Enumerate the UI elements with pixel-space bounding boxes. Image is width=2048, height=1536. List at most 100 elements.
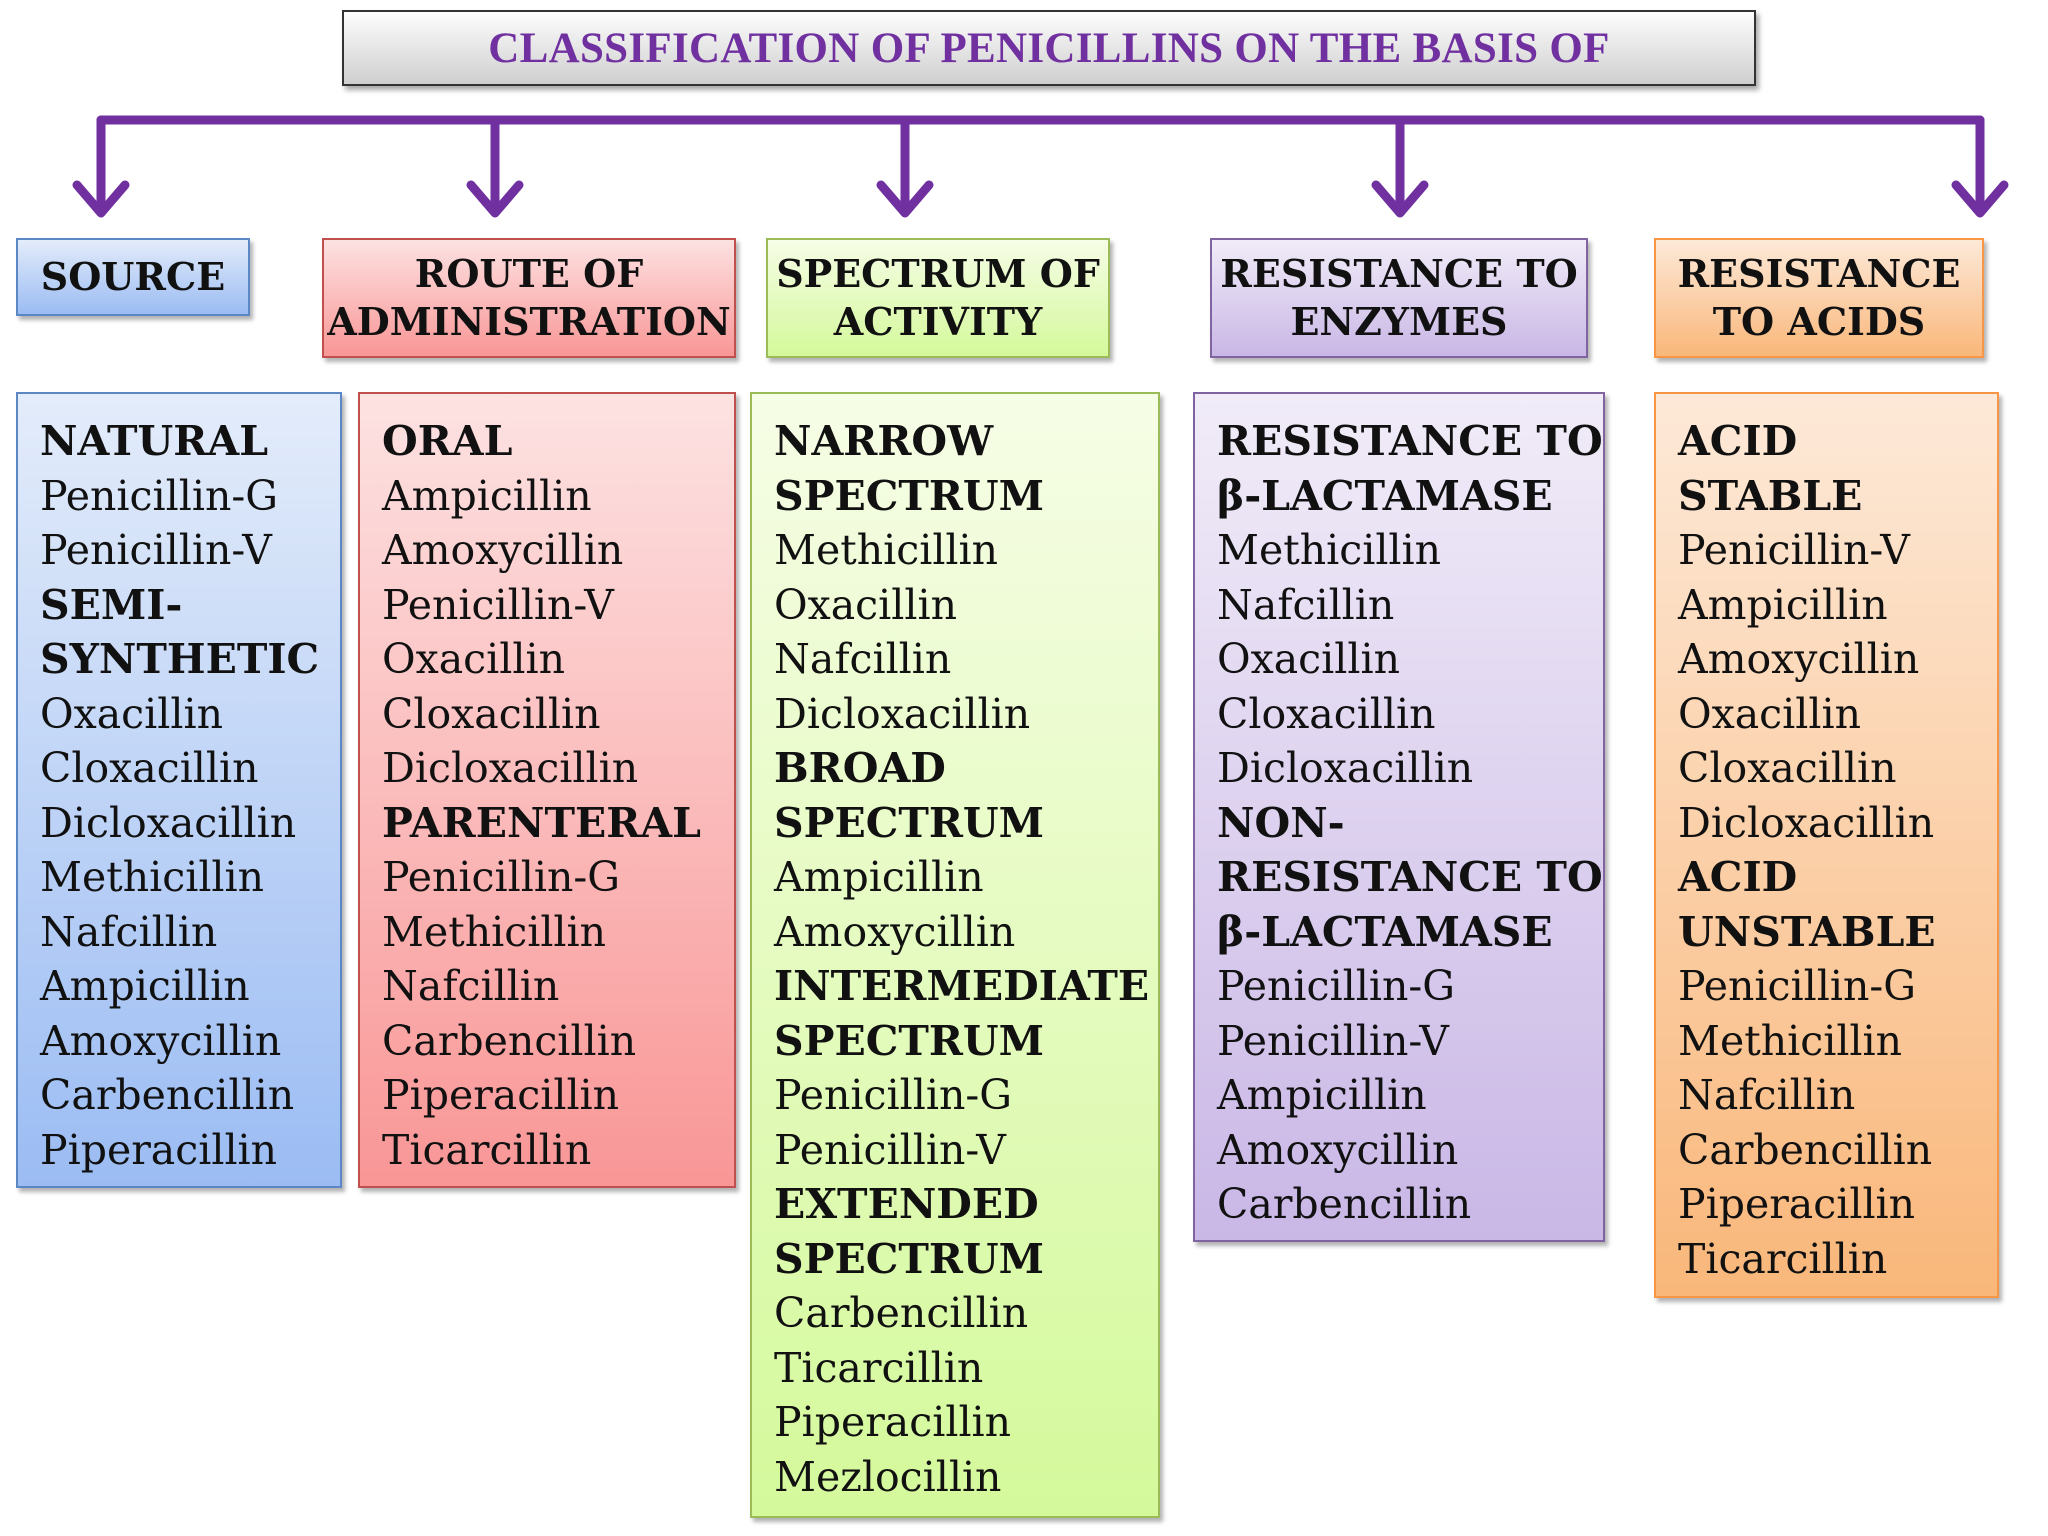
- group-heading: SPECTRUM: [774, 471, 1045, 520]
- group-heading: NATURAL: [40, 417, 269, 465]
- drug-item: Penicillin-G: [1217, 962, 1455, 1010]
- drug-item: Dicloxacillin: [1217, 744, 1474, 792]
- group-heading: ORAL: [382, 417, 513, 465]
- drug-item: Dicloxacillin: [382, 744, 639, 792]
- arrow-source: [72, 115, 130, 218]
- drug-item: Ampicillin: [382, 471, 592, 520]
- category-source: SOURCE: [16, 238, 250, 316]
- drug-item: Penicillin-V: [40, 526, 272, 574]
- drug-item: Carbencillin: [382, 1016, 637, 1065]
- drug-item: Cloxacillin: [382, 689, 601, 738]
- category-label: SPECTRUM OF ACTIVITY: [776, 251, 1100, 344]
- drug-item: Penicillin-G: [1678, 962, 1916, 1010]
- drug-item: Penicillin-V: [1217, 1016, 1449, 1065]
- drug-item: Ampicillin: [1217, 1071, 1427, 1119]
- drug-item: Methicillin: [1678, 1016, 1903, 1065]
- category-enzymes: RESISTANCE TO ENZYMES: [1210, 238, 1588, 358]
- drug-item: Methicillin: [382, 907, 607, 956]
- drug-item: Methicillin: [1217, 526, 1442, 574]
- group-heading: SEMI-: [40, 580, 183, 629]
- group-heading: ACID: [1678, 417, 1798, 465]
- drug-item: Amoxycillin: [40, 1016, 282, 1065]
- connector-tree: [72, 115, 2009, 218]
- arrow-enzymes: [1371, 115, 1429, 218]
- category-label: ROUTE OF ADMINISTRATION: [327, 251, 731, 344]
- drug-item: Oxacillin: [382, 635, 565, 683]
- drug-item: Dicloxacillin: [774, 689, 1031, 738]
- drug-item: Penicillin-V: [382, 580, 614, 629]
- drug-item: Oxacillin: [1217, 635, 1400, 683]
- diagram-title: CLASSIFICATION OF PENICILLINS ON THE BAS…: [342, 10, 1756, 86]
- drug-item: Nafcillin: [774, 635, 952, 683]
- drug-item: Penicillin-G: [774, 1071, 1012, 1119]
- drug-item: Amoxycillin: [774, 907, 1016, 956]
- drug-item: Ticarcillin: [1678, 1234, 1888, 1283]
- drug-item: Amoxycillin: [382, 526, 624, 574]
- group-heading: STABLE: [1678, 471, 1863, 520]
- drug-item: Dicloxacillin: [1678, 798, 1935, 847]
- group-heading: β-LACTAMASE: [1217, 907, 1553, 956]
- drug-item: Ampicillin: [40, 962, 250, 1010]
- drug-item: Piperacillin: [1678, 1180, 1916, 1228]
- drug-item: Ampicillin: [774, 853, 984, 901]
- group-heading: RESISTANCE TO: [1217, 417, 1603, 465]
- drug-item: Ampicillin: [1678, 580, 1888, 629]
- drug-item: Nafcillin: [40, 907, 218, 956]
- arrow-route: [466, 115, 524, 218]
- drug-item: Ticarcillin: [774, 1343, 984, 1392]
- drug-item: Oxacillin: [1678, 689, 1861, 738]
- group-heading: UNSTABLE: [1678, 907, 1936, 956]
- drug-item: Mezlocillin: [774, 1452, 1002, 1501]
- category-acids: RESISTANCE TO ACIDS: [1654, 238, 1984, 358]
- drug-item: Penicillin-V: [1678, 526, 1910, 574]
- group-heading: INTERMEDIATE: [774, 962, 1150, 1010]
- drug-item: Piperacillin: [40, 1125, 278, 1174]
- drug-item: Cloxacillin: [1678, 744, 1897, 792]
- drug-item: Nafcillin: [1217, 580, 1395, 629]
- group-heading: SPECTRUM: [774, 798, 1045, 847]
- group-heading: ACID: [1678, 853, 1798, 901]
- drug-item: Carbencillin: [774, 1289, 1029, 1337]
- group-heading: NON-: [1217, 798, 1345, 847]
- drug-item: Carbencillin: [1217, 1180, 1472, 1228]
- group-heading: RESISTANCE TO: [1217, 853, 1603, 901]
- category-label: SOURCE: [40, 254, 226, 299]
- drug-item: Oxacillin: [774, 580, 957, 629]
- drug-item: Oxacillin: [40, 689, 223, 738]
- group-heading: PARENTERAL: [382, 798, 701, 847]
- drug-item: Penicillin-G: [40, 471, 278, 520]
- group-heading: β-LACTAMASE: [1217, 471, 1553, 520]
- group-heading: SYNTHETIC: [40, 635, 320, 683]
- group-heading: EXTENDED: [774, 1180, 1039, 1228]
- drug-item: Cloxacillin: [1217, 689, 1436, 738]
- drug-item: Nafcillin: [1678, 1071, 1856, 1119]
- category-spectrum: SPECTRUM OF ACTIVITY: [766, 238, 1110, 358]
- arrow-acids: [1951, 115, 2009, 218]
- drug-item: Methicillin: [774, 526, 999, 574]
- drug-item: Dicloxacillin: [40, 798, 297, 847]
- drug-item: Methicillin: [40, 853, 265, 901]
- drug-item: Carbencillin: [40, 1071, 295, 1119]
- group-heading: SPECTRUM: [774, 1234, 1045, 1283]
- drug-item: Piperacillin: [382, 1071, 620, 1119]
- drug-item: Nafcillin: [382, 962, 560, 1010]
- group-heading: SPECTRUM: [774, 1016, 1045, 1065]
- list-source: NATURAL Penicillin-G Penicillin-V SEMI- SYNT…: [16, 392, 342, 1188]
- drug-item: Carbencillin: [1678, 1125, 1933, 1174]
- drug-item: Piperacillin: [774, 1398, 1012, 1446]
- drug-item: Penicillin-G: [382, 853, 620, 901]
- category-route: ROUTE OF ADMINISTRATION: [322, 238, 736, 358]
- drug-item: Ticarcillin: [382, 1125, 592, 1174]
- arrow-spectrum: [876, 115, 934, 218]
- category-label: RESISTANCE TO ENZYMES: [1220, 251, 1578, 344]
- drug-item: Amoxycillin: [1678, 635, 1920, 683]
- category-label: RESISTANCE TO ACIDS: [1677, 251, 1961, 344]
- group-heading: BROAD: [774, 744, 946, 792]
- drug-item: Penicillin-V: [774, 1125, 1006, 1174]
- drug-item: Cloxacillin: [40, 744, 259, 792]
- drug-item: Amoxycillin: [1217, 1125, 1459, 1174]
